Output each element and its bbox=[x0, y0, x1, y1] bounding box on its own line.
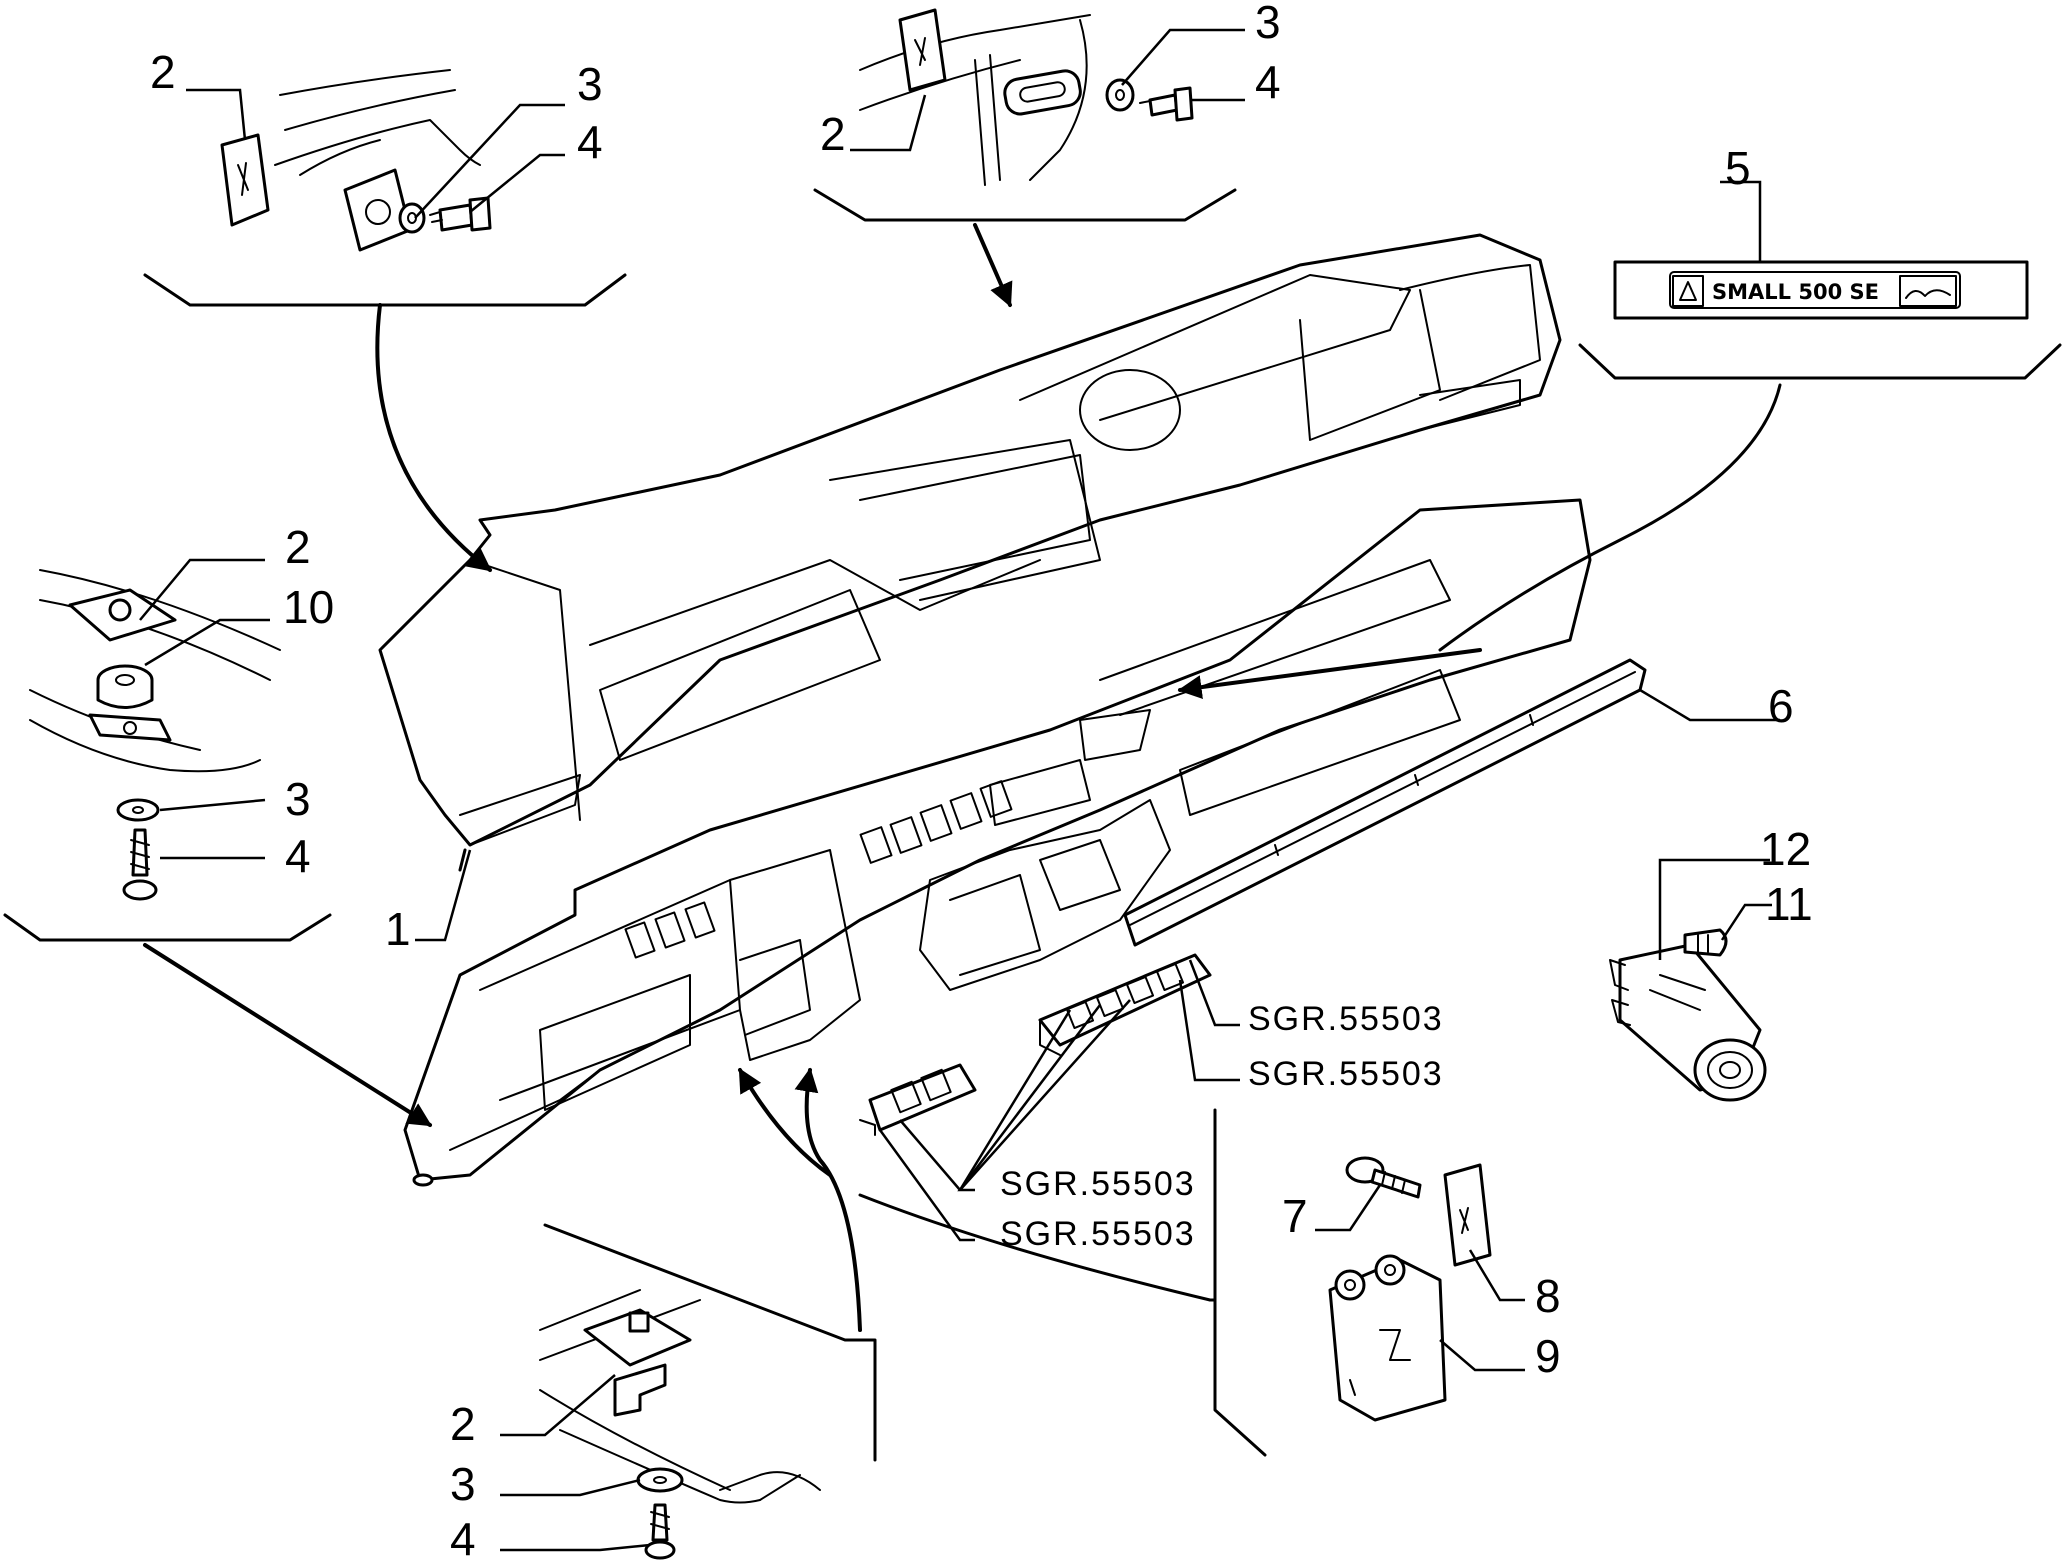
screw bbox=[429, 196, 492, 232]
detail-top-center bbox=[813, 8, 1237, 222]
callout-4-top-left: 4 bbox=[577, 116, 603, 168]
bracket bbox=[343, 168, 412, 252]
reference-sgr-55503-a: SGR.55503 bbox=[1248, 1000, 1444, 1038]
curve-badge-to-panel bbox=[1438, 383, 1782, 652]
detail-top-left bbox=[143, 69, 627, 307]
washer bbox=[398, 202, 426, 234]
arrow-bottom-to-panel-a bbox=[794, 1067, 862, 1332]
callout-3-bottom: 3 bbox=[450, 1458, 476, 1510]
reference-sgr-55503-c: SGR.55503 bbox=[1000, 1165, 1196, 1203]
callout-11: 11 bbox=[1765, 878, 1813, 930]
hinge-cover-9 bbox=[1328, 1254, 1447, 1422]
callout-3-left: 3 bbox=[285, 773, 311, 825]
reference-sgr-55503-d: SGR.55503 bbox=[1000, 1215, 1196, 1253]
callout-1: 1 bbox=[385, 903, 411, 955]
screw bbox=[1139, 86, 1194, 122]
dashboard-upper-shell bbox=[378, 233, 1562, 847]
switch-assembly bbox=[1609, 943, 1767, 1102]
arrow-top-left-to-shell bbox=[375, 303, 492, 572]
screw-7 bbox=[1345, 1156, 1422, 1199]
dashboard-lower-panel bbox=[403, 498, 1592, 1187]
clip-nut-8 bbox=[1443, 1163, 1492, 1267]
detail-bottom bbox=[539, 1223, 877, 1560]
screw bbox=[122, 828, 158, 901]
arrow-to-panel-center bbox=[1177, 648, 1482, 700]
callout-2-top-left: 2 bbox=[150, 46, 176, 98]
clip-nut bbox=[898, 8, 947, 92]
callout-4-left: 4 bbox=[285, 830, 311, 882]
callout-4-bottom: 4 bbox=[450, 1513, 476, 1564]
switch-pack-lower bbox=[859, 1063, 977, 1136]
curve-to-parts-7-9 bbox=[858, 1193, 1212, 1302]
callout-10: 10 bbox=[283, 581, 334, 633]
washer bbox=[636, 1467, 684, 1493]
grommet bbox=[96, 664, 154, 709]
bracket-parts-7-9 bbox=[1213, 1108, 1267, 1457]
callout-2-left: 2 bbox=[285, 521, 311, 573]
arrow-bottom-to-panel-b bbox=[738, 1067, 832, 1177]
trim-strip bbox=[1123, 658, 1647, 947]
callout-2-bottom: 2 bbox=[450, 1398, 476, 1450]
slot-bracket bbox=[1003, 69, 1082, 116]
detail-left bbox=[3, 569, 332, 942]
badge-text: SMALL 500 SE bbox=[1712, 280, 1879, 304]
callout-8: 8 bbox=[1535, 1270, 1561, 1322]
clip-nut bbox=[583, 1308, 692, 1367]
callout-5: 5 bbox=[1725, 142, 1751, 194]
arrow-left-to-panel bbox=[143, 943, 433, 1127]
callout-6: 6 bbox=[1768, 680, 1794, 732]
screw bbox=[644, 1503, 676, 1560]
callout-3-top-left: 3 bbox=[577, 58, 603, 110]
bracket bbox=[613, 1363, 667, 1417]
reference-sgr-55503-b: SGR.55503 bbox=[1248, 1055, 1444, 1093]
callout-4-top-center: 4 bbox=[1255, 56, 1281, 108]
clip-nut bbox=[68, 588, 177, 642]
arrow-top-center-to-shell bbox=[973, 223, 1013, 308]
callout-12: 12 bbox=[1760, 823, 1811, 875]
clip-nut bbox=[220, 133, 270, 227]
washer bbox=[1105, 78, 1135, 112]
callout-7: 7 bbox=[1282, 1190, 1308, 1242]
callout-2-top-center: 2 bbox=[820, 108, 846, 160]
callout-3-top-center: 3 bbox=[1255, 0, 1281, 48]
detail-badge: SMALL 500 SE bbox=[1578, 260, 2062, 380]
bracket-plate bbox=[88, 713, 172, 742]
callout-9: 9 bbox=[1535, 1330, 1561, 1382]
washer bbox=[116, 798, 160, 822]
bulb bbox=[1683, 928, 1728, 957]
